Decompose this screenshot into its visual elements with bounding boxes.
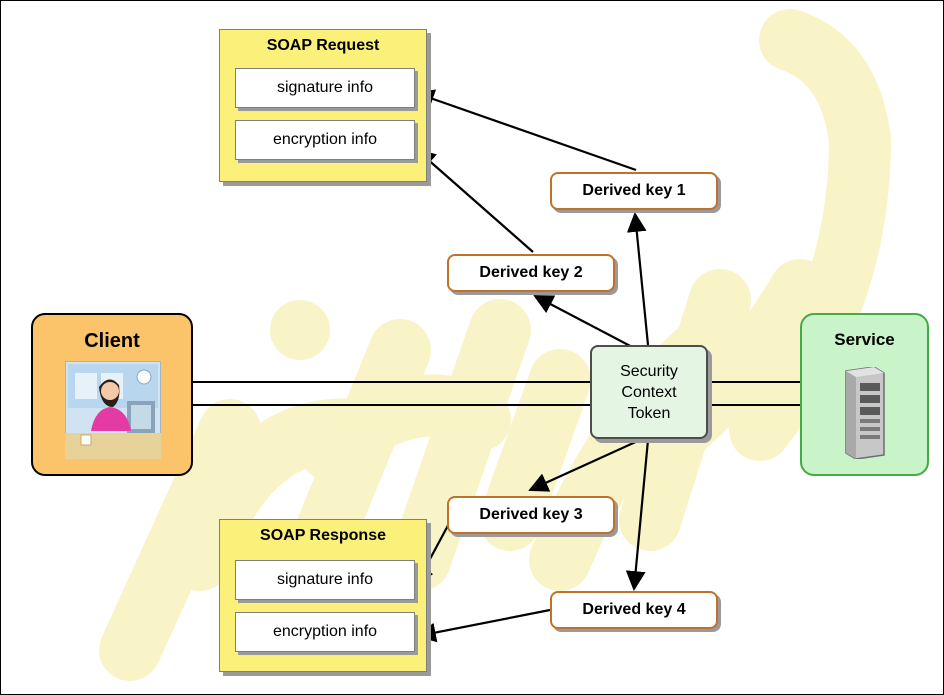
token-line-3: Token [627, 404, 671, 422]
derived-key-1: Derived key 1 [550, 172, 718, 210]
arrow-token-to-key2 [533, 295, 639, 351]
soap-request-box: SOAP Request signature info encryption i… [219, 29, 427, 182]
soap-response-title: SOAP Response [260, 527, 386, 544]
client-user-icon [65, 361, 161, 459]
service-box: Service [800, 313, 929, 476]
soap-response-box: SOAP Response signature info encryption … [219, 519, 427, 672]
token-line-2: Context [621, 383, 677, 401]
derived-key-4: Derived key 4 [550, 591, 718, 629]
request-signature-info: signature info [235, 68, 415, 108]
response-encryption-info: encryption info [235, 612, 415, 652]
derived-key-3: Derived key 3 [447, 496, 615, 534]
token-line-1: Security [620, 362, 678, 380]
response-signature-info: signature info [235, 560, 415, 600]
request-encryption-info: encryption info [235, 120, 415, 160]
soap-request-title: SOAP Request [266, 37, 380, 54]
arrow-token-to-key1 [626, 212, 650, 346]
arrow-key4-to-resp-encryption [416, 608, 551, 643]
arrow-token-to-key4 [625, 439, 650, 591]
client-box: Client [31, 313, 193, 476]
security-context-token: Security Context Token [590, 345, 708, 439]
arrow-key2-to-req-encryption [415, 148, 534, 253]
server-icon [845, 367, 885, 459]
arrow-token-to-key3 [528, 438, 641, 492]
client-label: Client [84, 330, 140, 352]
arrow-key1-to-req-signature [414, 89, 637, 172]
derived-key-2: Derived key 2 [447, 254, 615, 292]
service-label: Service [834, 330, 895, 349]
